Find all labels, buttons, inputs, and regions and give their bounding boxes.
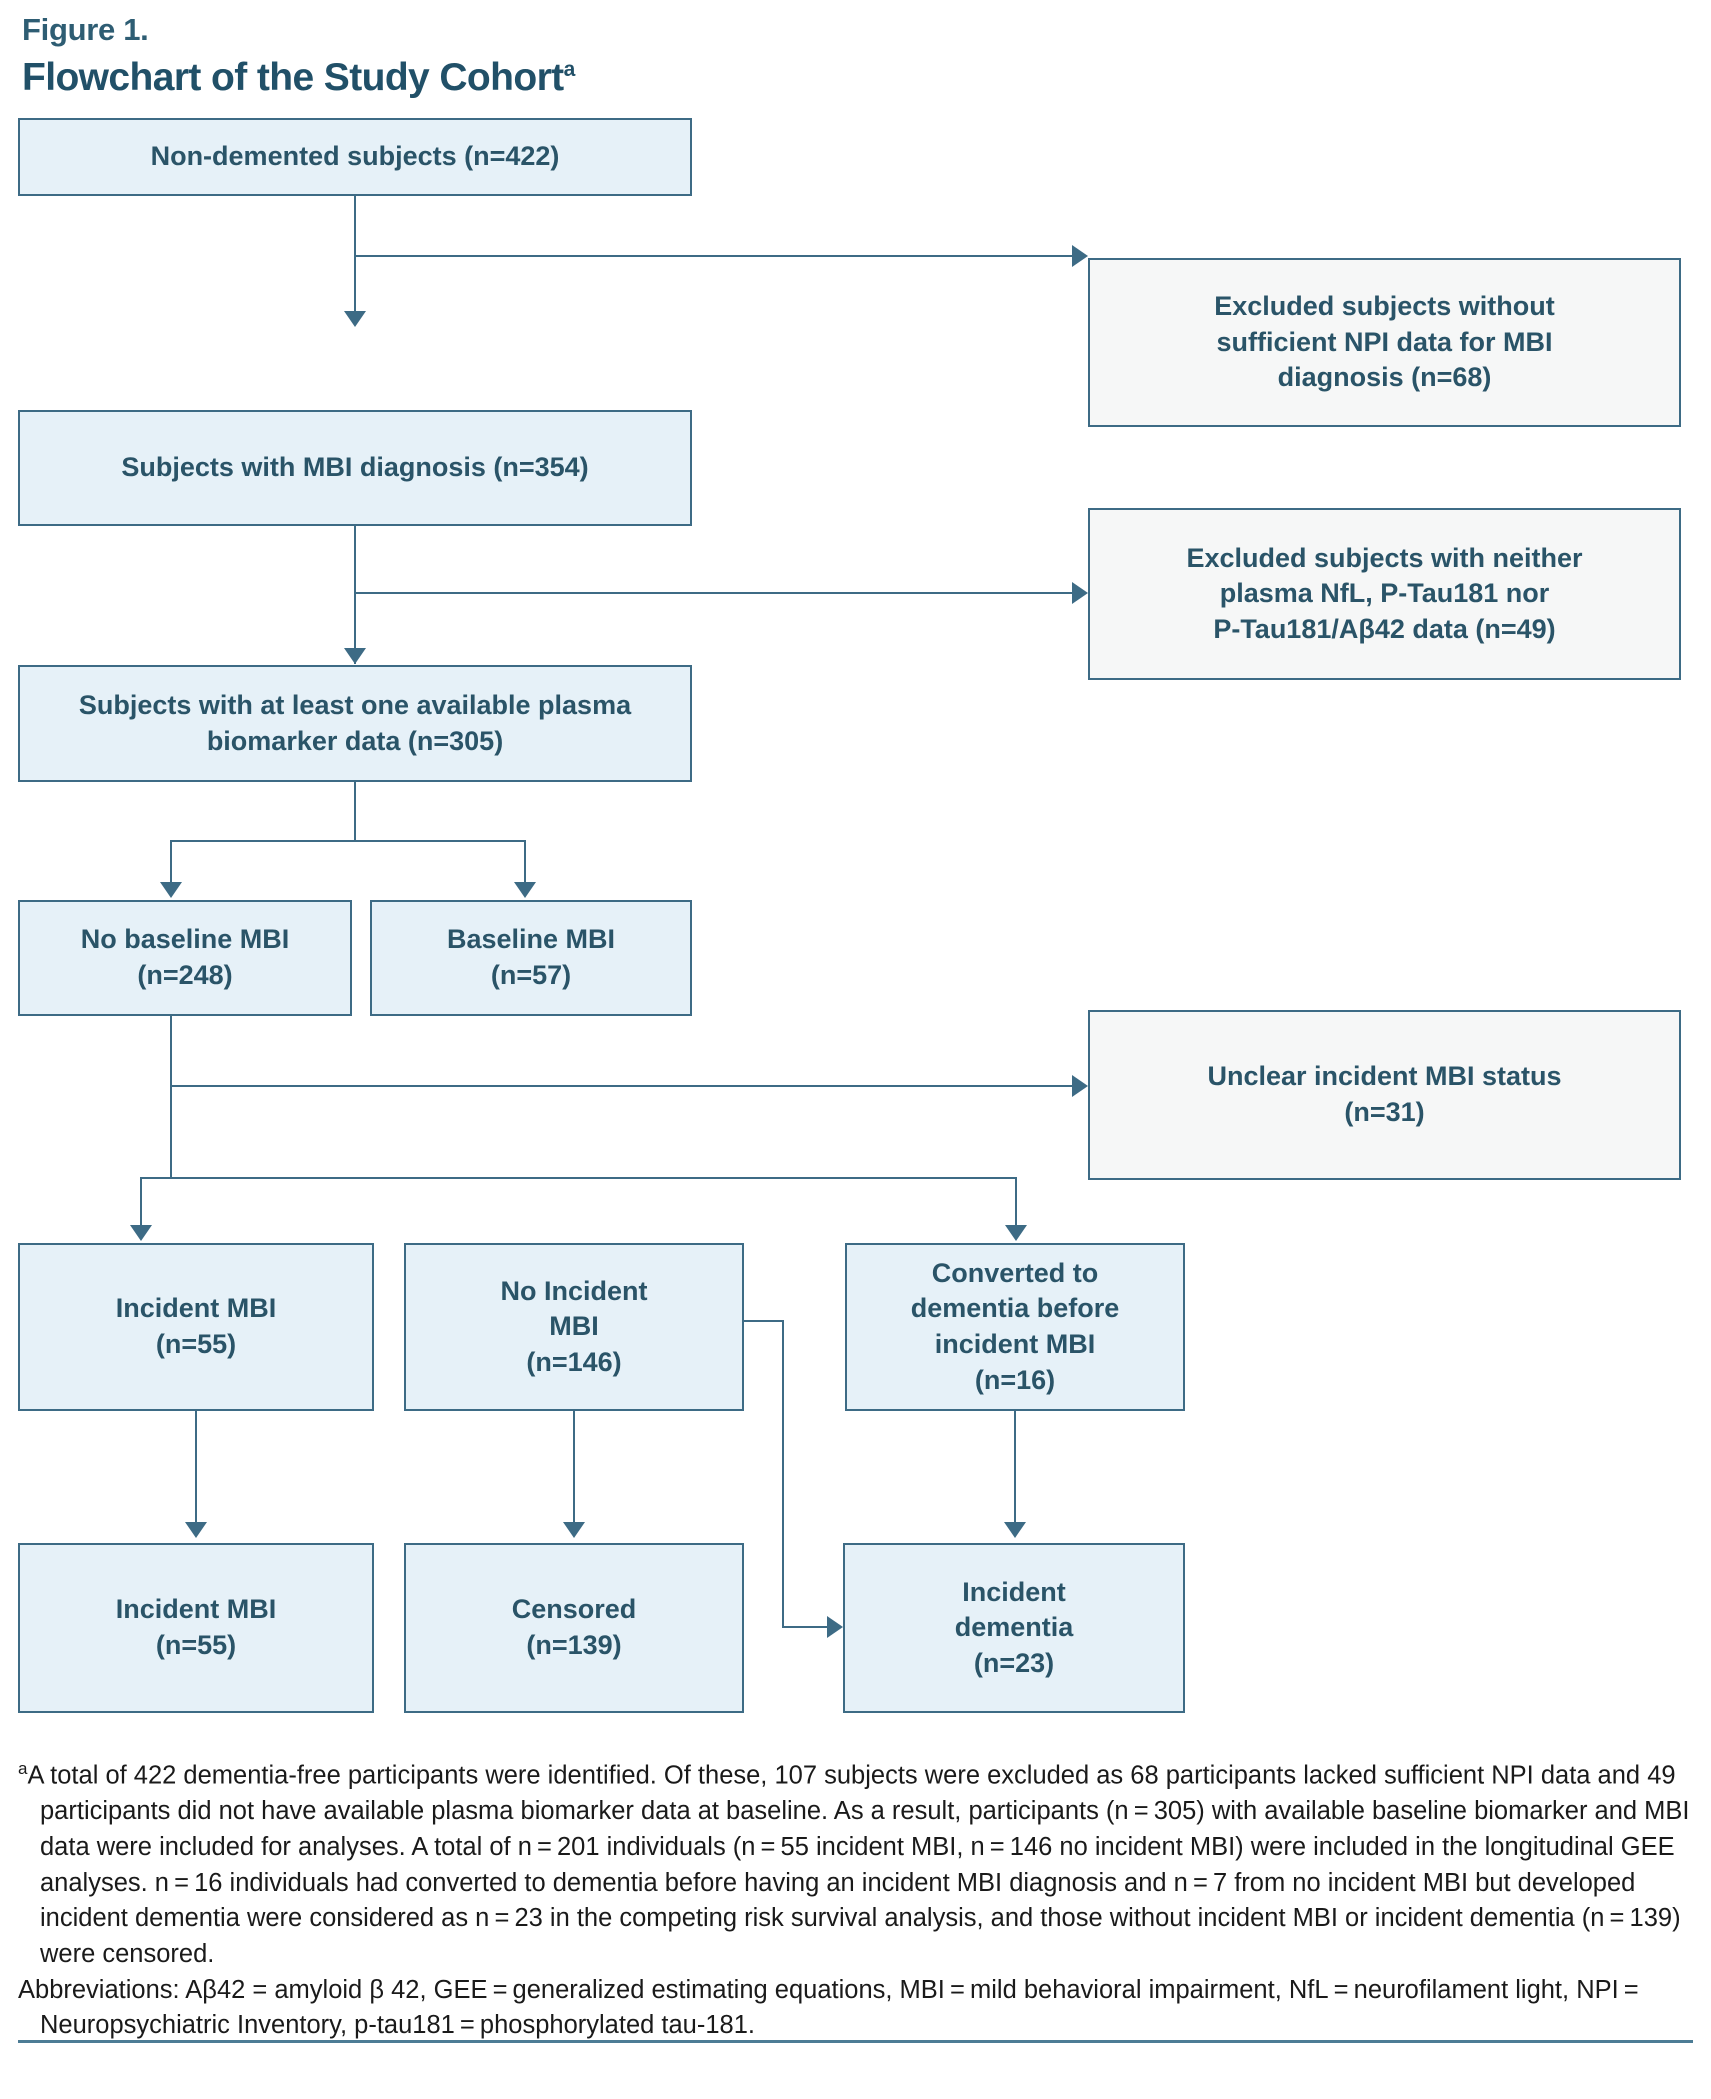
- connector-n4-split-left: [140, 1177, 142, 1227]
- node-excluded-plasma: Excluded subjects with neither plasma Nf…: [1088, 508, 1681, 680]
- arrow-down-mbi-diagnosis: [344, 311, 366, 327]
- connector-n4-to-unclear: [171, 1085, 1072, 1087]
- node-excluded-npi: Excluded subjects without sufficient NPI…: [1088, 258, 1681, 427]
- node-converted-dementia-line4: (n=16): [974, 1364, 1056, 1395]
- connector-n3-left-drop: [170, 840, 172, 884]
- connector-n4-split: [140, 1177, 1017, 1179]
- figure-label: Figure 1.: [22, 12, 149, 47]
- node-baseline-mbi-line1: Baseline MBI: [446, 924, 616, 955]
- connector-n3-split: [170, 840, 526, 842]
- node-no-baseline-mbi-line1: No baseline MBI: [80, 924, 290, 955]
- arrow-down-plasma-biomarker: [344, 648, 366, 664]
- arrow-down-incident-mbi: [130, 1225, 152, 1241]
- arrow-right-excluded-plasma: [1072, 582, 1088, 604]
- node-non-demented-subjects: Non-demented subjects (n=422): [18, 118, 692, 196]
- arrow-down-incident-dementia: [1004, 1522, 1026, 1538]
- arrow-right-unclear-status: [1072, 1075, 1088, 1097]
- footnote-abbreviations: Abbreviations: Aβ42 = amyloid β 42, GEE …: [18, 1975, 1644, 2040]
- node-unclear-incident-mbi-line2: (n=31): [1344, 1097, 1425, 1127]
- node-incident-mbi-final-line2: (n=55): [155, 1630, 237, 1660]
- node-excluded-npi-line2: sufficient NPI data for MBI: [1216, 326, 1553, 357]
- node-no-incident-mbi: No Incident MBI (n=146): [404, 1243, 744, 1411]
- node-incident-dementia-line3: (n=23): [973, 1647, 1055, 1678]
- arrow-down-baseline-mbi: [514, 882, 536, 898]
- node-converted-dementia: Converted to dementia before incident MB…: [845, 1243, 1185, 1411]
- node-no-baseline-mbi: No baseline MBI (n=248): [18, 900, 352, 1016]
- node-unclear-incident-mbi: Unclear incident MBI status (n=31): [1088, 1010, 1681, 1180]
- figure-title-text: Flowchart of the Study Cohort: [22, 56, 564, 99]
- arrow-right-excluded-npi: [1072, 245, 1088, 267]
- footnote-body: aA total of 422 dementia-free participan…: [18, 1757, 1693, 1973]
- connector-converted-dementia-drop: [1014, 1411, 1016, 1524]
- connector-n4-split-right: [1015, 1177, 1017, 1227]
- connector-n3-right-drop: [524, 840, 526, 884]
- node-converted-dementia-line1: Converted to: [931, 1257, 1099, 1288]
- figure-title-superscript: a: [563, 58, 576, 81]
- footnote-marker: a: [18, 1759, 28, 1778]
- connector-incident-mbi-drop: [195, 1411, 197, 1524]
- node-censored-line2: (n=139): [526, 1630, 622, 1660]
- connector-n2-to-excluded-plasma: [355, 592, 1072, 594]
- node-plasma-biomarker: Subjects with at least one available pla…: [18, 665, 692, 782]
- node-incident-mbi: Incident MBI (n=55): [18, 1243, 374, 1411]
- connector-n4-stem: [170, 1016, 172, 1179]
- node-no-baseline-mbi-line2: (n=248): [137, 960, 233, 990]
- connector-n2-stem: [354, 526, 356, 664]
- connector-no-incident-to-dementia-vert: [782, 1320, 784, 1627]
- connector-no-incident-mbi-drop: [573, 1411, 575, 1524]
- node-censored: Censored (n=139): [404, 1543, 744, 1713]
- footnote-body-text: A total of 422 dementia-free participant…: [27, 1761, 1690, 1968]
- node-incident-dementia-line1: Incident: [962, 1576, 1066, 1607]
- arrow-down-incident-mbi-final: [185, 1522, 207, 1538]
- node-plasma-biomarker-line1: Subjects with at least one available pla…: [78, 689, 632, 720]
- node-mbi-diagnosis-line1: Subjects with MBI diagnosis (n=354): [121, 452, 589, 483]
- node-plasma-biomarker-line2: biomarker data (n=305): [206, 725, 504, 756]
- node-incident-dementia-line2: dementia: [954, 1612, 1074, 1643]
- node-no-incident-mbi-line3: (n=146): [526, 1346, 622, 1377]
- figure-title: Flowchart of the Study Cohorta: [22, 56, 575, 100]
- node-no-incident-mbi-line2: MBI: [549, 1311, 599, 1342]
- node-non-demented-subjects-line1: Non-demented subjects (n=422): [150, 141, 560, 172]
- connector-n1-stem: [354, 196, 356, 313]
- arrow-down-converted-dementia: [1005, 1225, 1027, 1241]
- bottom-rule: [18, 2040, 1693, 2043]
- connector-no-incident-to-dementia-top: [744, 1320, 784, 1322]
- node-incident-mbi-final-line1: Incident MBI: [115, 1594, 277, 1625]
- node-incident-dementia: Incident dementia (n=23): [843, 1543, 1185, 1713]
- connector-n1-to-excluded-npi: [355, 255, 1072, 257]
- node-mbi-diagnosis: Subjects with MBI diagnosis (n=354): [18, 410, 692, 526]
- node-baseline-mbi: Baseline MBI (n=57): [370, 900, 692, 1016]
- node-excluded-plasma-line3: P-Tau181/Aβ42 data (n=49): [1213, 613, 1556, 644]
- arrow-down-censored: [563, 1522, 585, 1538]
- connector-no-incident-to-dementia-bottom: [782, 1626, 827, 1628]
- connector-n3-stem: [354, 782, 356, 841]
- figure-footnote: aA total of 422 dementia-free participan…: [18, 1757, 1693, 2044]
- node-incident-mbi-line1: Incident MBI: [115, 1293, 277, 1324]
- node-no-incident-mbi-line1: No Incident: [500, 1275, 648, 1306]
- node-censored-line1: Censored: [511, 1594, 637, 1625]
- node-converted-dementia-line2: dementia before: [910, 1293, 1120, 1324]
- node-excluded-npi-line3: diagnosis (n=68): [1277, 362, 1492, 393]
- node-excluded-plasma-line2: plasma NfL, P-Tau181 nor: [1219, 578, 1550, 609]
- node-incident-mbi-line2: (n=55): [155, 1329, 237, 1359]
- arrow-right-incident-dementia: [827, 1616, 843, 1638]
- node-excluded-npi-line1: Excluded subjects without: [1214, 291, 1555, 322]
- node-unclear-incident-mbi-line1: Unclear incident MBI status: [1207, 1061, 1562, 1092]
- arrow-down-no-baseline-mbi: [160, 882, 182, 898]
- node-excluded-plasma-line1: Excluded subjects with neither: [1186, 542, 1583, 573]
- node-converted-dementia-line3: incident MBI: [934, 1329, 1096, 1359]
- node-baseline-mbi-line2: (n=57): [490, 960, 572, 990]
- node-incident-mbi-final: Incident MBI (n=55): [18, 1543, 374, 1713]
